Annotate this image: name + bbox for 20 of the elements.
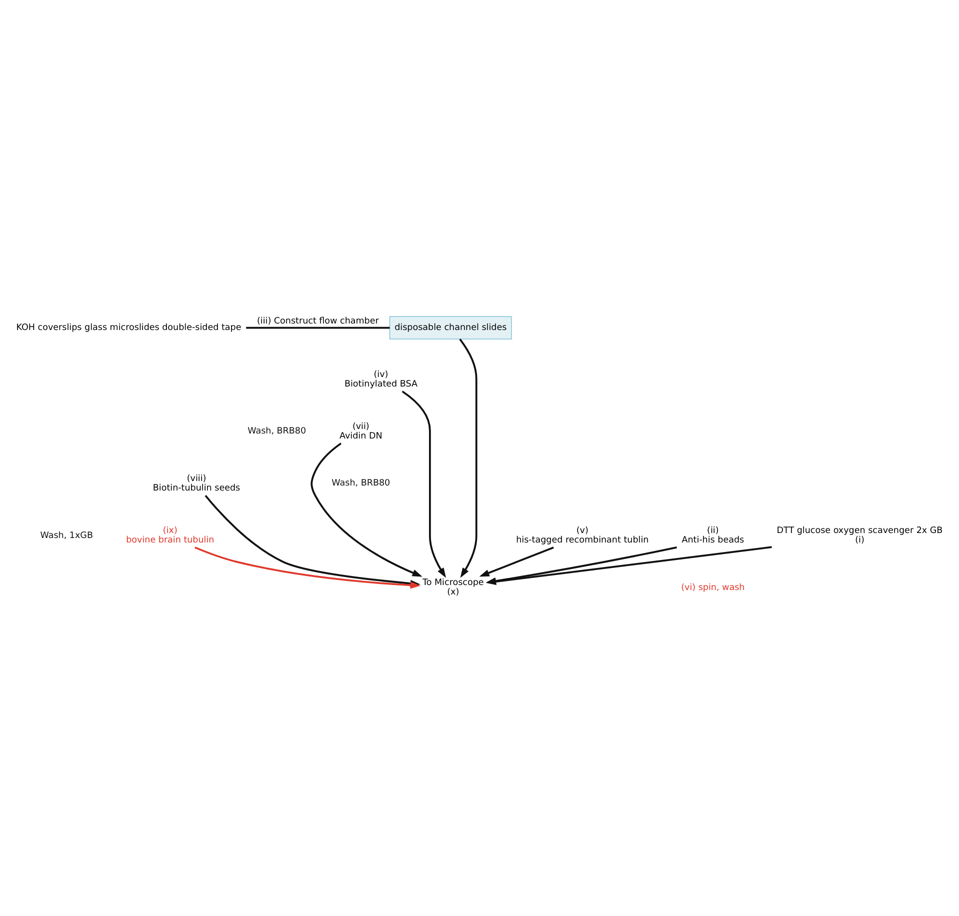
node-text: (iv) Biotinylated BSA — [344, 370, 418, 390]
label: Wash, BRB80 — [332, 478, 390, 489]
edge-label: (iii) Construct flow chamber — [256, 316, 379, 327]
node-text: (v) his-tagged recombinant tublin — [516, 526, 649, 546]
label: (vi) spin, wash — [681, 582, 745, 593]
node-text: (viii) Biotin-tubulin seeds — [152, 474, 240, 494]
label: Wash, 1xGB — [40, 530, 94, 541]
node-text: (ii) Anti-his beads — [682, 526, 744, 546]
node-text: (vii) Avidin DN — [340, 422, 382, 442]
arrow — [459, 338, 478, 578]
arrow — [479, 546, 554, 577]
node-text: To Microscope (x) — [422, 578, 484, 598]
arrow — [310, 442, 422, 577]
node-text: DTT glucose oxygen scavenger 2x GB (i) — [776, 526, 943, 546]
node-text: (ix) bovine brain tubulin — [126, 526, 214, 546]
arrow — [402, 390, 446, 578]
node-text: KOH coverslips glass microslides double-sided tape — [16, 323, 242, 334]
connector — [246, 326, 390, 329]
label: Wash, BRB80 — [248, 426, 306, 437]
node-box: disposable channel slides — [389, 316, 512, 340]
